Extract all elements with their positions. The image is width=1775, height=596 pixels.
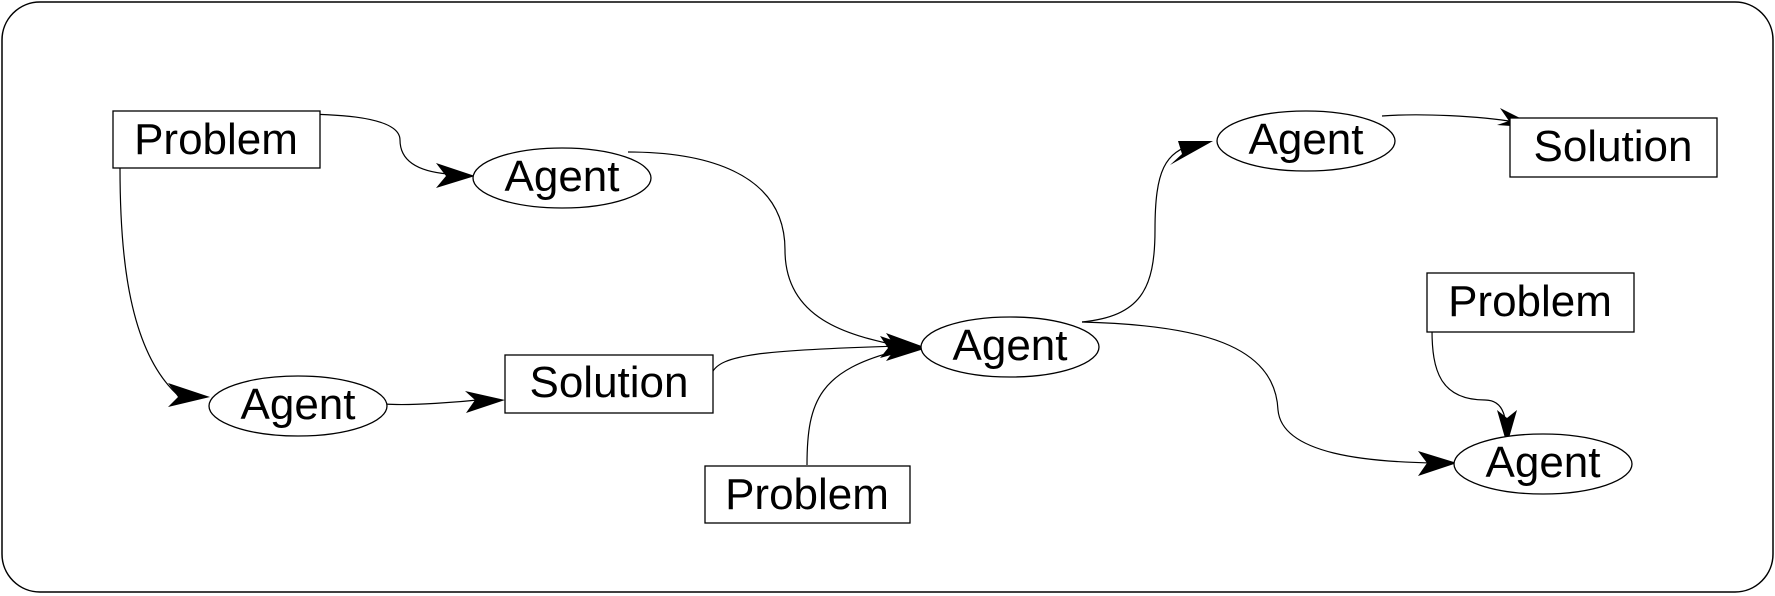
solution-node-middle-label: Solution — [529, 358, 688, 407]
solution-node-top-right-box — [1509, 117, 1718, 178]
agent-node-top-right-label: Agent — [1249, 115, 1364, 164]
arrowhead-agent-center-2 — [880, 336, 916, 358]
arrowhead-agent-top — [436, 163, 475, 188]
solution-node-top-right-label: Solution — [1533, 122, 1692, 171]
arrowhead-solution-middle — [465, 391, 505, 413]
agent-node-center-label: Agent — [953, 321, 1068, 370]
problem-node-bottom-label: Problem — [725, 470, 889, 519]
edge-agent-top-to-agent-center — [627, 151, 896, 346]
arrowhead-agent-bottom-right-top — [1497, 410, 1517, 445]
arrowheads — [168, 108, 1540, 476]
nodes: Problem Agent Agent Solution Problem Age… — [112, 110, 1718, 524]
problem-node-top-left-box — [112, 110, 321, 169]
agent-node-top-right-ellipse — [1216, 110, 1396, 172]
edge-agent-center-to-agent-top-right — [1081, 143, 1196, 323]
problem-node-right-box — [1426, 272, 1635, 333]
solution-node-middle-box — [504, 354, 714, 414]
agent-node-center-ellipse — [920, 316, 1100, 378]
agent-node-bottom-right-label: Agent — [1486, 438, 1601, 487]
edge-agent-center-to-agent-bottom-right — [1081, 321, 1436, 464]
edge-problem-to-agent-bottom-left — [119, 167, 181, 398]
agent-node-bottom-left-label: Agent — [241, 380, 356, 429]
arrowhead-agent-bottom-right — [1418, 451, 1457, 476]
edge-agent-top-right-to-solution — [1381, 114, 1516, 123]
arrowhead-agent-top-right — [1170, 141, 1213, 165]
problem-node-bottom-box — [704, 465, 911, 524]
problem-node-top-left-label: Problem — [134, 115, 298, 164]
edge-solution-to-agent-center — [711, 345, 901, 374]
agent-node-top-label: Agent — [505, 152, 620, 201]
agent-node-bottom-right-ellipse — [1453, 433, 1633, 495]
agent-node-top-ellipse — [472, 147, 652, 209]
arrowhead-agent-bottom-left — [168, 383, 210, 407]
agent-node-bottom-left-ellipse — [208, 375, 388, 437]
problem-node-right-label: Problem — [1448, 277, 1612, 326]
edge-problem-bottom-to-agent-center — [806, 349, 901, 466]
